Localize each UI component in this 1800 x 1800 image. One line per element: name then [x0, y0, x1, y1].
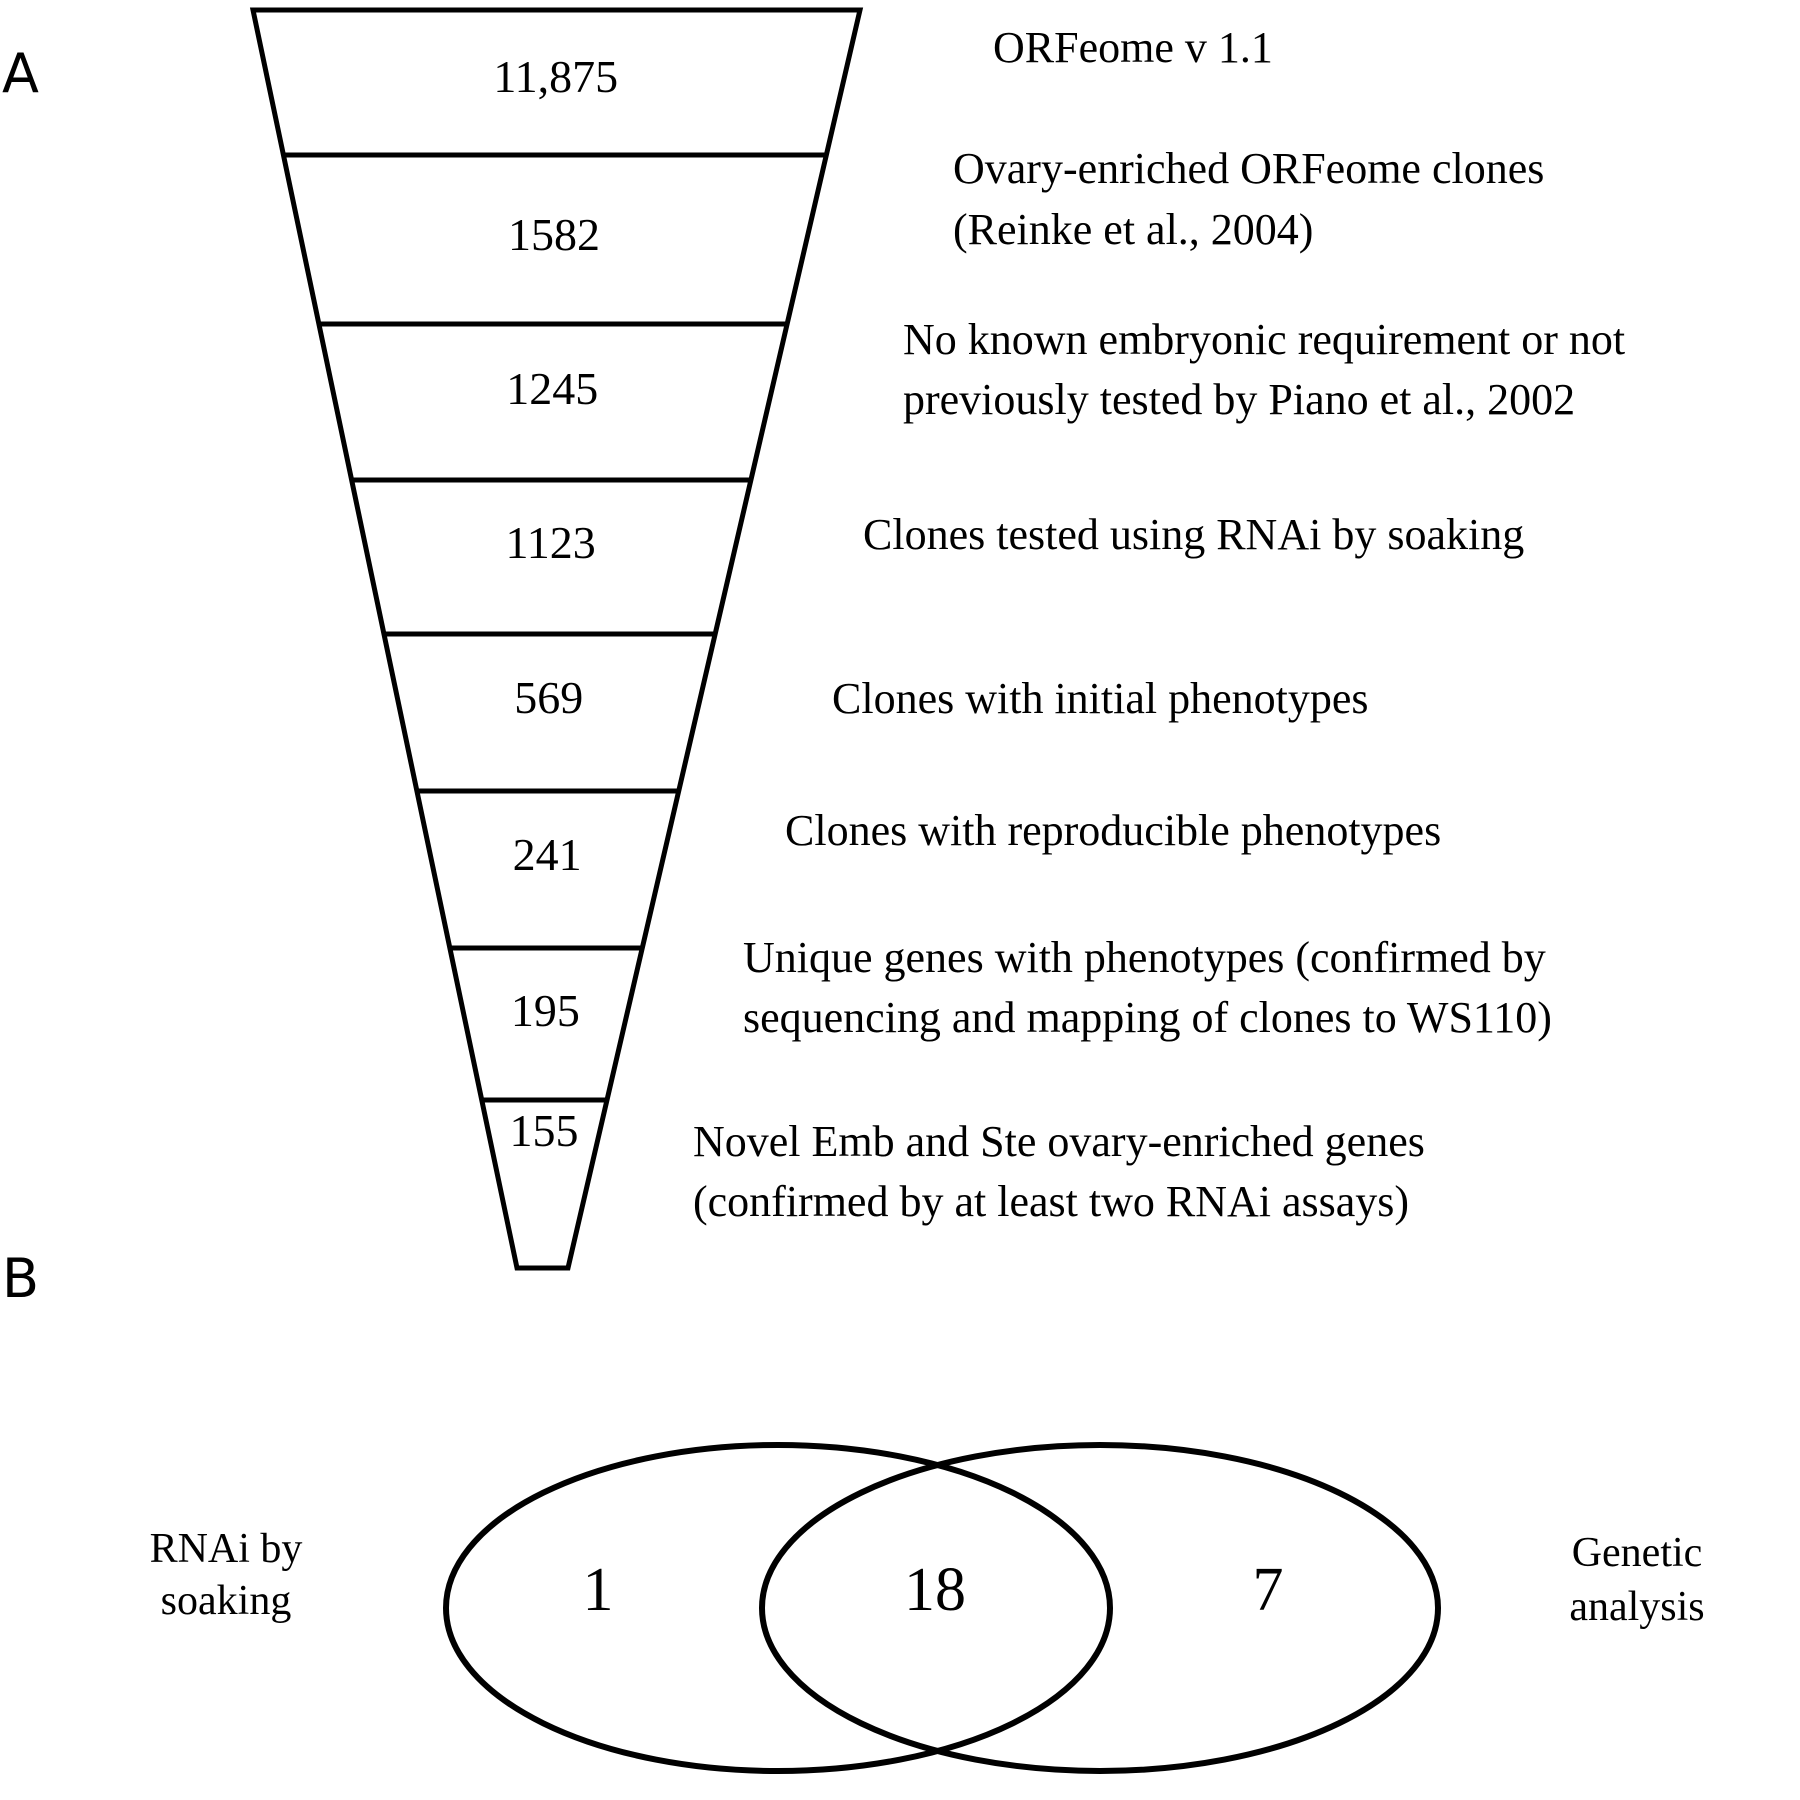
funnel-dividers — [283, 152, 827, 1103]
panel-a-letter: A — [2, 42, 39, 105]
stage-label-2-line-1: Ovary-enriched ORFeome clones — [953, 144, 1544, 193]
funnel-count-6: 241 — [513, 829, 582, 880]
stage-label-4: Clones tested using RNAi by soaking — [863, 510, 1524, 559]
funnel-count-7: 195 — [511, 985, 580, 1036]
stage-label-4-line-1: Clones tested using RNAi by soaking — [863, 510, 1524, 559]
venn-label-rnai-line-2: soaking — [161, 1578, 292, 1624]
stage-label-7-line-2: sequencing and mapping of clones to WS11… — [743, 993, 1552, 1042]
stage-label-2-line-2: (Reinke et al., 2004) — [953, 205, 1313, 254]
funnel-count-4: 1123 — [505, 517, 595, 568]
stage-label-3: No known embryonic requirement or not pre… — [903, 315, 1625, 424]
funnel-count-5: 569 — [514, 672, 583, 723]
stage-label-7-line-1: Unique genes with phenotypes (confirmed … — [743, 933, 1546, 982]
stage-label-8: Novel Emb and Ste ovary-enriched genes (c… — [693, 1117, 1425, 1226]
venn-count-overlap: 18 — [904, 1556, 966, 1624]
venn-label-rnai-line-1: RNAi by — [150, 1526, 303, 1572]
stage-label-6-line-1: Clones with reproducible phenotypes — [785, 806, 1441, 855]
panel-b-letter: B — [2, 1247, 39, 1310]
funnel-count-8: 155 — [510, 1105, 579, 1156]
stage-label-8-line-1: Novel Emb and Ste ovary-enriched genes — [693, 1117, 1425, 1166]
funnel-count-1: 11,875 — [493, 51, 618, 102]
venn-circle-genetic — [759, 1442, 1441, 1774]
venn-diagram: 1 18 7 RNAi by soaking Genetic analysis — [150, 1442, 1705, 1774]
stage-label-3-line-1: No known embryonic requirement or not — [903, 315, 1625, 364]
venn-label-rnai: RNAi by soaking — [150, 1526, 303, 1624]
funnel-count-2: 1582 — [508, 209, 600, 260]
funnel-count-3: 1245 — [506, 363, 598, 414]
stage-label-6: Clones with reproducible phenotypes — [785, 806, 1441, 855]
stage-label-1-line-1: ORFeome v 1.1 — [993, 23, 1273, 72]
stage-label-3-line-2: previously tested by Piano et al., 2002 — [903, 375, 1575, 424]
stage-label-2: Ovary-enriched ORFeome clones (Reinke et … — [953, 144, 1544, 254]
funnel-diagram: 11,875 1582 1245 1123 569 241 195 155 — [249, 7, 864, 1271]
venn-count-rnai-only: 1 — [583, 1556, 614, 1624]
venn-label-genetic-line-1: Genetic — [1572, 1530, 1703, 1576]
funnel-outline — [249, 7, 864, 1271]
venn-label-genetic: Genetic analysis — [1569, 1530, 1704, 1630]
stage-label-8-line-2: (confirmed by at least two RNAi assays) — [693, 1177, 1409, 1226]
venn-count-genetic-only: 7 — [1253, 1556, 1284, 1624]
funnel-counts: 11,875 1582 1245 1123 569 241 195 155 — [493, 51, 618, 1156]
venn-label-genetic-line-2: analysis — [1569, 1584, 1704, 1630]
stage-label-5-line-1: Clones with initial phenotypes — [832, 674, 1369, 723]
stage-label-7: Unique genes with phenotypes (confirmed … — [743, 933, 1552, 1042]
venn-circle-rnai — [443, 1442, 1113, 1774]
stage-label-5: Clones with initial phenotypes — [832, 674, 1369, 723]
stage-label-1: ORFeome v 1.1 — [993, 23, 1273, 72]
